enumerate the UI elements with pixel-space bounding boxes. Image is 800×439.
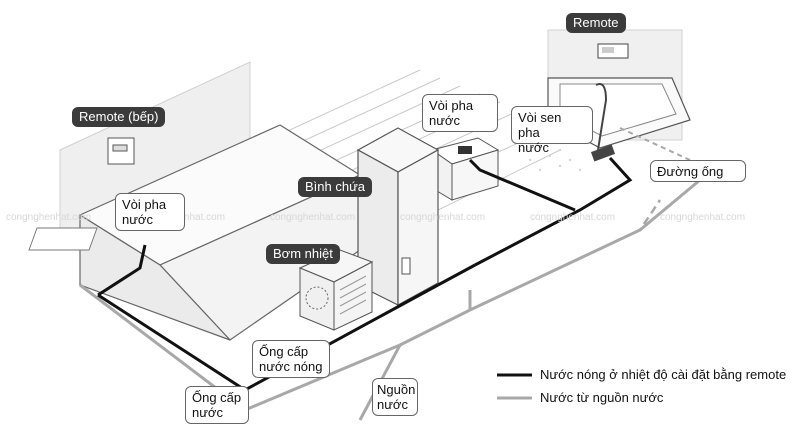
kitchen-faucet-line1: Vòi pha xyxy=(122,197,167,212)
shower-line2: nước xyxy=(518,140,549,155)
cold-pipe-line1: Ống cấp xyxy=(192,390,242,405)
watermark: congnghenhat.com xyxy=(530,212,616,223)
hot-pipe-line2: nước nóng xyxy=(259,359,323,374)
heat-pump-tag: Bơm nhiệt xyxy=(266,244,340,264)
tank-tag: Bình chứa xyxy=(298,177,373,197)
watermark: congnghenhat.com xyxy=(400,212,486,223)
heat-pump-fan xyxy=(305,286,329,310)
kitchen-faucet-label: Vòi pha nước xyxy=(115,193,185,231)
hot-water-lines xyxy=(97,156,633,392)
bath-faucet-label: Vòi pha nước xyxy=(422,94,498,132)
pipe-label: Đường ống xyxy=(650,160,746,182)
bath-floor-tiles xyxy=(518,144,582,172)
legend-hot-text: Nước nóng ở nhiệt độ cài đặt bằng remote xyxy=(540,367,787,382)
storage-tank-right xyxy=(397,148,439,307)
pipe-text: Đường ống xyxy=(657,164,724,179)
source-line1: Nguồn xyxy=(377,382,416,397)
shower-mixer xyxy=(590,144,616,162)
source-line2: nước xyxy=(377,397,408,412)
watermark: congnghenhat.com xyxy=(270,212,356,223)
basin-faucet xyxy=(458,146,472,154)
kitchen-counter-side xyxy=(79,213,231,341)
shower-label: Vòi sen pha nước xyxy=(511,106,593,155)
watermark: congnghenhat.com xyxy=(6,212,92,223)
watermark: congnghenhat.com xyxy=(660,212,746,223)
hot-pipe-line1: Ống cấp xyxy=(259,344,309,359)
hot-pipe-label: Ống cấp nước nóng xyxy=(252,340,330,378)
bath-faucet-line1: Vòi pha xyxy=(429,98,474,113)
shower-hose xyxy=(595,83,608,151)
cold-pipe-label: Ống cấp nước xyxy=(185,386,249,424)
bath-faucet-line2: nước xyxy=(429,113,460,128)
cold-pipe-line2: nước xyxy=(192,405,223,420)
remote-tag: Remote xyxy=(566,13,626,33)
shower-line1: Vòi sen pha xyxy=(518,110,562,140)
kitchen-faucet-line2: nước xyxy=(122,212,153,227)
kitchen-sink xyxy=(28,227,98,251)
legend-cold-text: Nước từ nguồn nước xyxy=(540,390,664,405)
remote-kitchen-tag: Remote (bếp) xyxy=(72,107,166,127)
cold-dashed-line xyxy=(469,199,662,312)
source-label: Nguồn nước xyxy=(372,378,418,416)
